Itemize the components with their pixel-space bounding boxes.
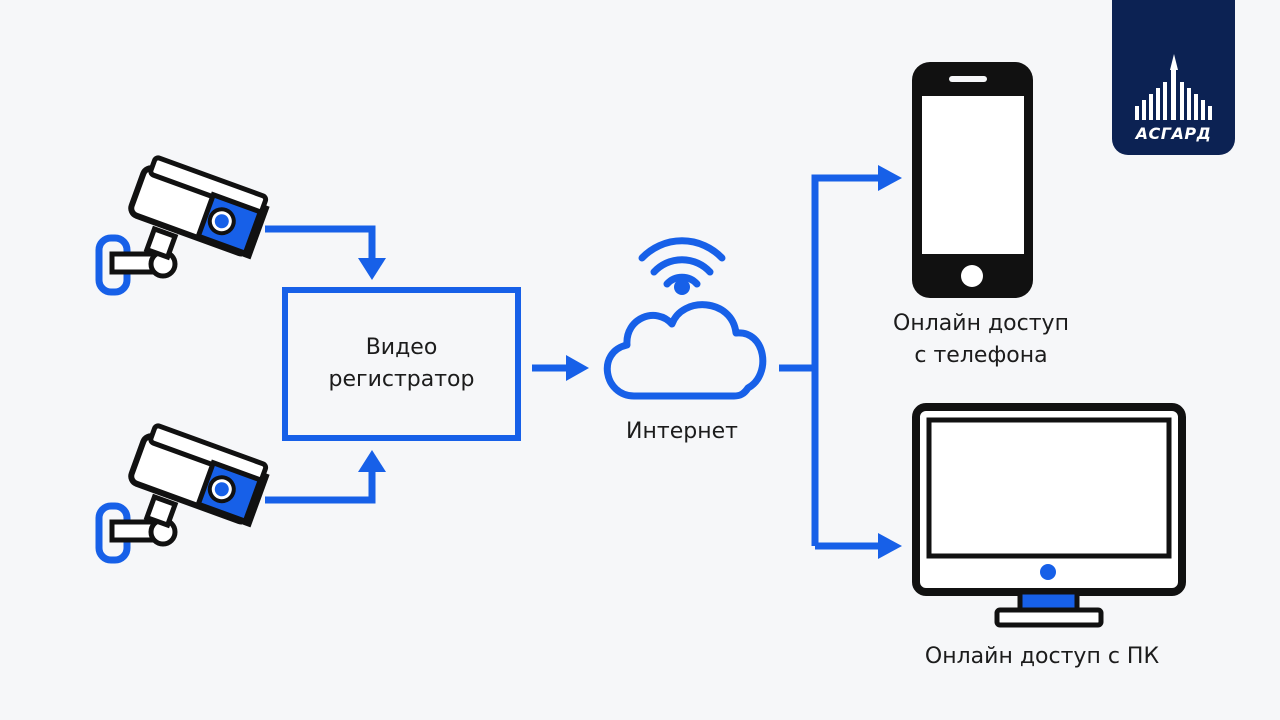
pc-label: Онлайн доступ с ПК bbox=[924, 644, 1160, 669]
arrowhead-down bbox=[358, 258, 386, 280]
wifi-icon bbox=[638, 237, 726, 288]
connector-split-phone bbox=[811, 174, 880, 546]
recorder-label: Видео регистратор bbox=[285, 332, 518, 396]
arrowhead-right bbox=[878, 165, 902, 191]
logo-icon bbox=[1135, 54, 1212, 120]
recorder-label-line2: регистратор bbox=[328, 367, 475, 392]
recorder-box bbox=[282, 287, 521, 441]
connector-top-camera bbox=[265, 225, 376, 260]
connector-bottom-camera bbox=[265, 470, 376, 504]
cloud-icon bbox=[603, 301, 767, 400]
security-camera-icon bbox=[99, 155, 272, 292]
logo-text: АСГАРД bbox=[1135, 124, 1212, 143]
arrowhead-up bbox=[358, 450, 386, 472]
arrowheads bbox=[358, 165, 902, 559]
security-camera-icon bbox=[99, 423, 272, 560]
logo: АСГАРД bbox=[1112, 0, 1235, 155]
phone-label-line2: с телефона bbox=[914, 343, 1048, 368]
phone-label-line1: Онлайн доступ bbox=[893, 311, 1069, 336]
smartphone-icon bbox=[912, 62, 1033, 298]
phone-label: Онлайн доступ с телефона bbox=[861, 308, 1101, 372]
arrowhead-right bbox=[566, 355, 589, 381]
recorder-label-line1: Видео bbox=[365, 335, 438, 360]
internet-label: Интернет bbox=[626, 419, 738, 444]
arrowhead-right bbox=[878, 533, 902, 559]
monitor-icon bbox=[912, 403, 1186, 628]
